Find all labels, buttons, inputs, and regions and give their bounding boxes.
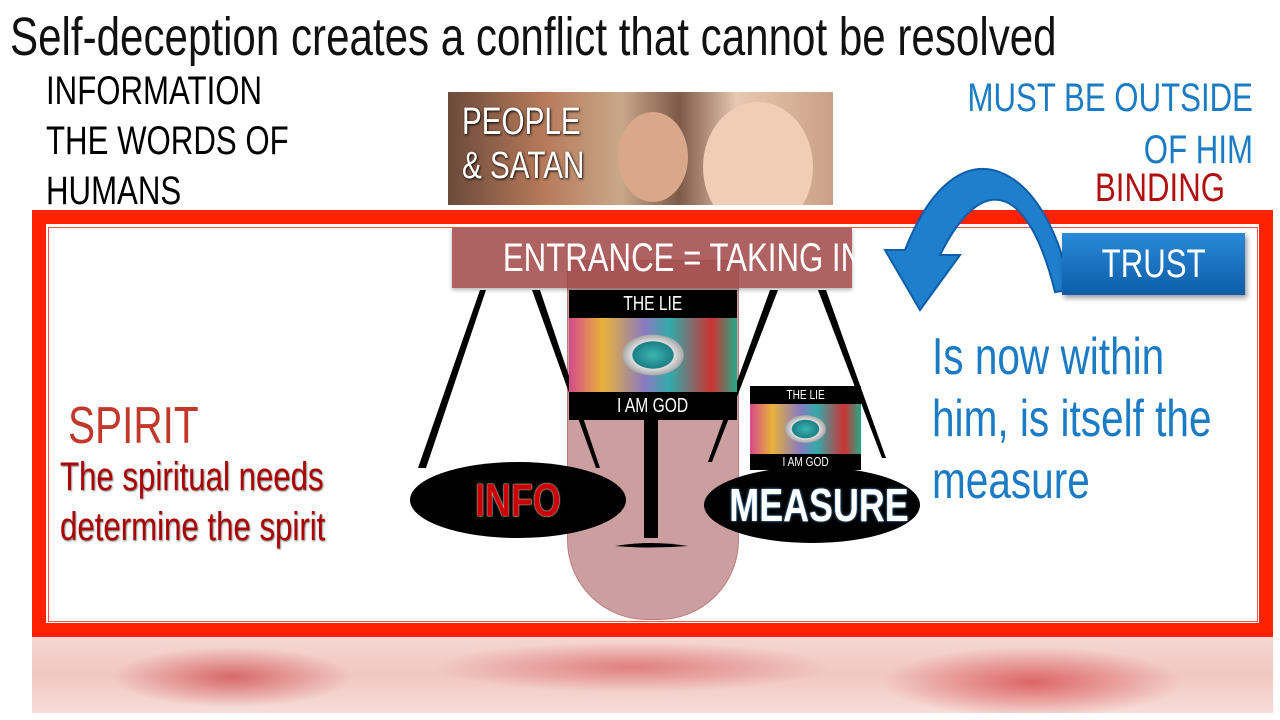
slide-title: Self-deception creates a conflict that c… — [10, 7, 1057, 67]
the-lie-image-large: THE LIE I AM GOD — [569, 290, 737, 420]
scale-line — [818, 290, 886, 458]
entrance-box: ENTRANCE = TAKING IN — [452, 228, 863, 288]
photo-label: PEOPLE & SATAN — [462, 101, 585, 187]
eye-icon — [569, 318, 737, 392]
info-ellipse: INFO — [410, 462, 626, 538]
binding-label: BINDING — [1095, 166, 1226, 210]
measure-ellipse: MEASURE — [704, 467, 920, 543]
trust-box: TRUST — [1062, 233, 1245, 295]
spirit-heading: SPIRIT — [68, 397, 199, 455]
people-photo: PEOPLE & SATAN — [448, 92, 833, 205]
information-text: INFORMATION THE WORDS OF HUMANS — [46, 69, 289, 213]
the-lie-image-small: THE LIE I AM GOD — [750, 386, 861, 470]
marble-background — [32, 637, 1273, 713]
scale-post — [644, 420, 658, 538]
scale-line — [418, 290, 486, 468]
outside-text: MUST BE OUTSIDE OF HIM — [967, 76, 1253, 172]
spirit-text: The spiritual needs determine the spirit — [60, 455, 326, 549]
inner-frame — [48, 227, 1258, 622]
spirit-frame — [32, 210, 1273, 637]
within-text: Is now within him, is itself the measure — [932, 328, 1212, 510]
scale-base — [615, 543, 688, 548]
scale-line — [532, 290, 600, 468]
curved-arrow-icon — [883, 168, 1072, 312]
eye-icon — [750, 404, 861, 454]
